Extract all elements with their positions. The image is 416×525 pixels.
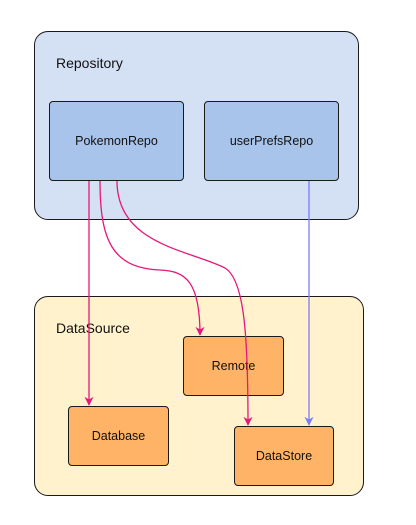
datasource-group-label: DataSource [56, 320, 130, 336]
database-node[interactable]: Database [68, 406, 169, 466]
repository-group-label: Repository [56, 55, 123, 71]
user-prefs-repo-node[interactable]: userPrefsRepo [204, 101, 339, 181]
pokemon-repo-node[interactable]: PokemonRepo [49, 101, 184, 181]
datastore-node[interactable]: DataStore [234, 426, 334, 486]
remote-node[interactable]: Remote [183, 336, 284, 396]
